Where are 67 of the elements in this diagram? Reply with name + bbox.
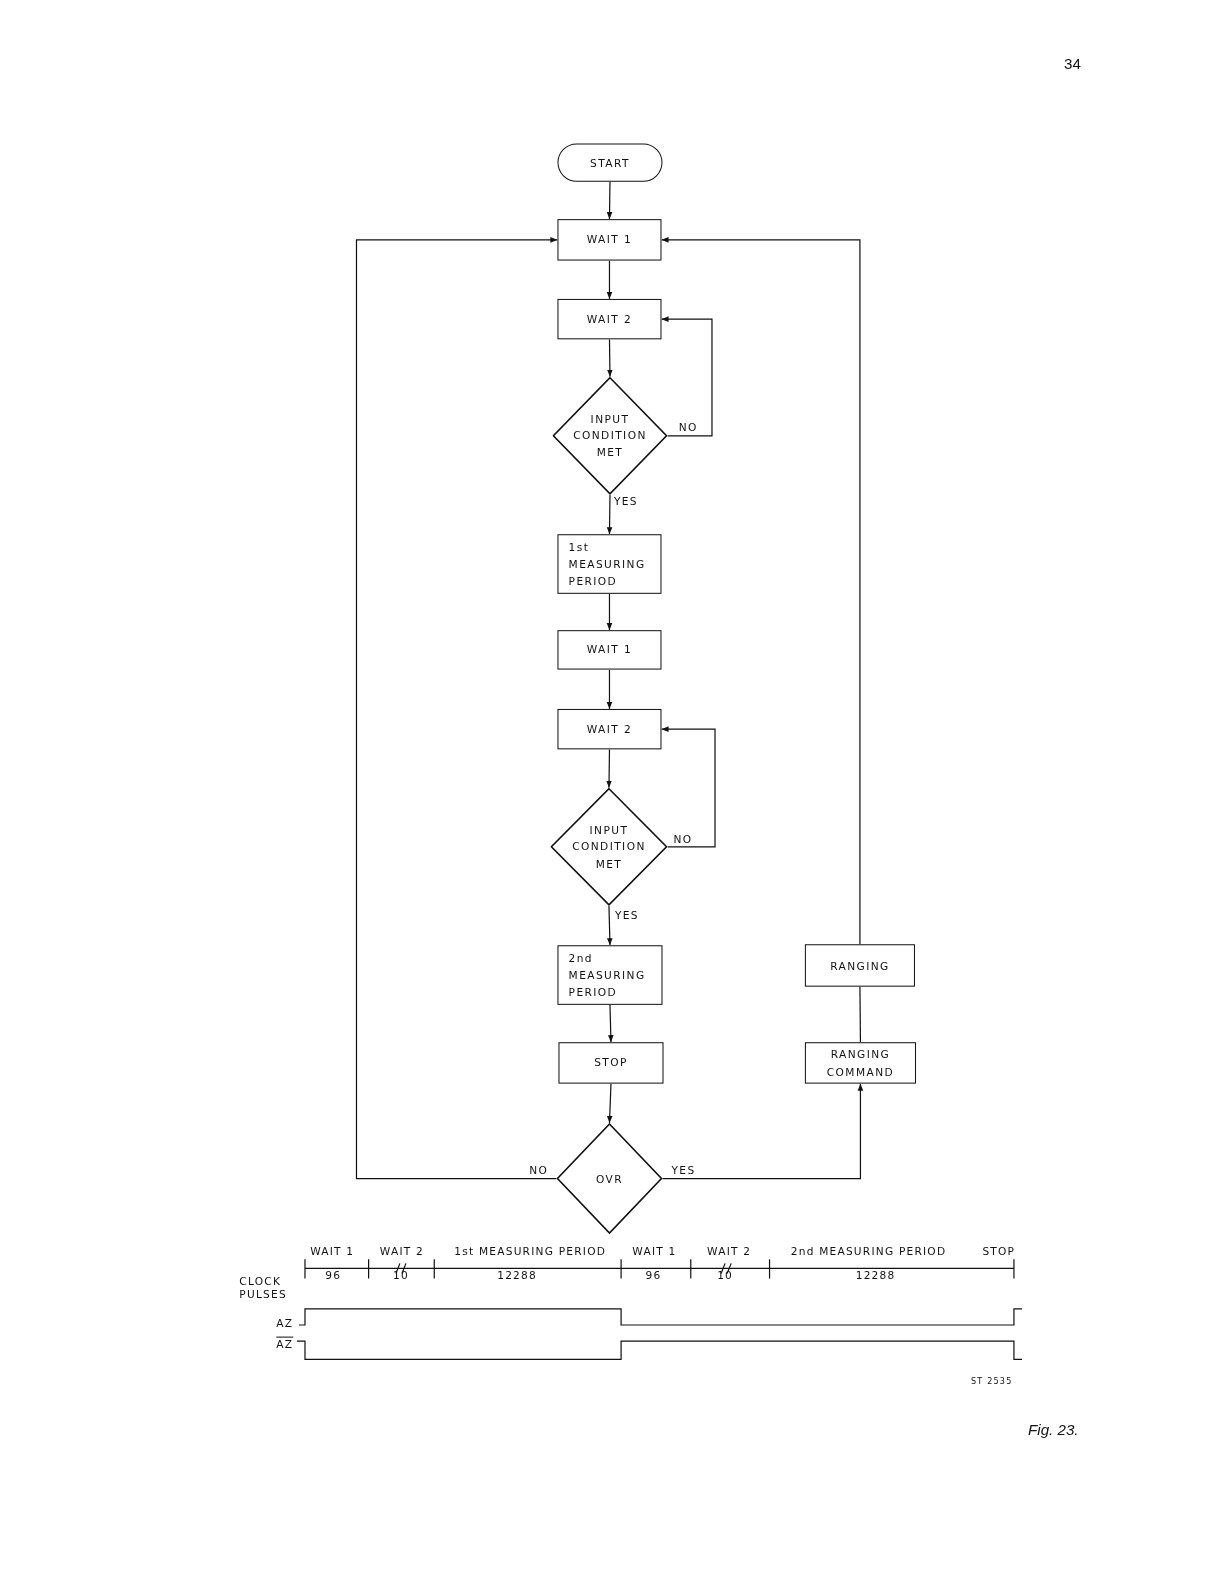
- node-label: WAIT 1: [586, 232, 633, 248]
- arrow: [606, 668, 613, 710]
- edge-label: NO: [677, 421, 699, 434]
- axis-label: CLOCK PULSES: [239, 1274, 288, 1301]
- node-label: STOP: [594, 1055, 628, 1071]
- pulse-count: 96: [325, 1268, 342, 1283]
- timing-label: WAIT 2: [707, 1244, 752, 1258]
- pulse-count: 10: [392, 1268, 409, 1283]
- decision-diamond: [550, 787, 668, 906]
- arrow: [606, 1083, 613, 1124]
- arrow: [606, 494, 613, 535]
- pulse-count: 12288: [855, 1268, 896, 1283]
- edge-label: NO: [528, 1163, 550, 1176]
- arrow: [606, 748, 612, 789]
- arrow: [660, 237, 861, 945]
- arrow: [660, 726, 716, 848]
- node-label: RANGING COMMAND: [825, 1047, 896, 1080]
- signal-name: AZ: [276, 1337, 294, 1351]
- node-label: START: [590, 155, 630, 171]
- node-label: RANGING: [830, 958, 890, 974]
- node-label: 2nd MEASURING PERIOD: [568, 951, 647, 1000]
- connector-line: [859, 986, 862, 1043]
- node-label: 1st MEASURING PERIOD: [568, 540, 647, 589]
- pulse-count: 96: [645, 1268, 662, 1283]
- node-label: OVR: [595, 1171, 623, 1187]
- pulse-count: 12288: [497, 1268, 537, 1283]
- edge-label: NO: [672, 833, 694, 846]
- timing-label: WAIT 2: [379, 1244, 424, 1258]
- start-terminal: [557, 143, 663, 182]
- process-box: [557, 708, 662, 750]
- arrow: [661, 1083, 864, 1180]
- arrow: [607, 338, 613, 378]
- process-box: [557, 298, 662, 340]
- edge-label: YES: [613, 494, 639, 507]
- drawing-number: ST 2535: [970, 1376, 1013, 1389]
- timing-label: 1st MEASURING PERIOD: [454, 1244, 607, 1258]
- timing-label: 2nd MEASURING PERIOD: [790, 1244, 947, 1258]
- process-box: [558, 1042, 664, 1084]
- arrow: [355, 237, 559, 1180]
- process-box: [557, 534, 662, 594]
- process-box: [804, 944, 915, 987]
- timing-label: WAIT 1: [632, 1244, 677, 1258]
- process-box: [557, 219, 662, 261]
- arrow: [607, 1004, 614, 1043]
- signal-name: AZ: [276, 1316, 294, 1330]
- decision-diamond: [556, 1123, 663, 1235]
- pulse-count: 10: [717, 1268, 734, 1283]
- process-box: [804, 1042, 916, 1084]
- page-number: 34: [1064, 57, 1081, 71]
- node-label: INPUT CONDITION MET: [571, 823, 647, 872]
- arrow: [606, 593, 613, 631]
- process-box: [557, 945, 663, 1005]
- timing-label: STOP: [982, 1244, 1016, 1258]
- arrow: [606, 181, 613, 220]
- arrow: [606, 905, 613, 946]
- figure-caption: Fig. 23.: [1028, 1422, 1079, 1436]
- edge-label: YES: [670, 1163, 697, 1176]
- timing-label: WAIT 1: [310, 1244, 355, 1258]
- node-label: INPUT CONDITION MET: [572, 412, 648, 461]
- decision-diamond: [552, 376, 668, 495]
- arrow: [606, 259, 613, 300]
- node-label: WAIT 2: [586, 721, 633, 738]
- node-label: WAIT 2: [586, 311, 633, 328]
- edge-label: YES: [614, 908, 640, 922]
- arrow: [660, 316, 713, 437]
- node-label: WAIT 1: [586, 642, 633, 658]
- process-box: [557, 630, 662, 670]
